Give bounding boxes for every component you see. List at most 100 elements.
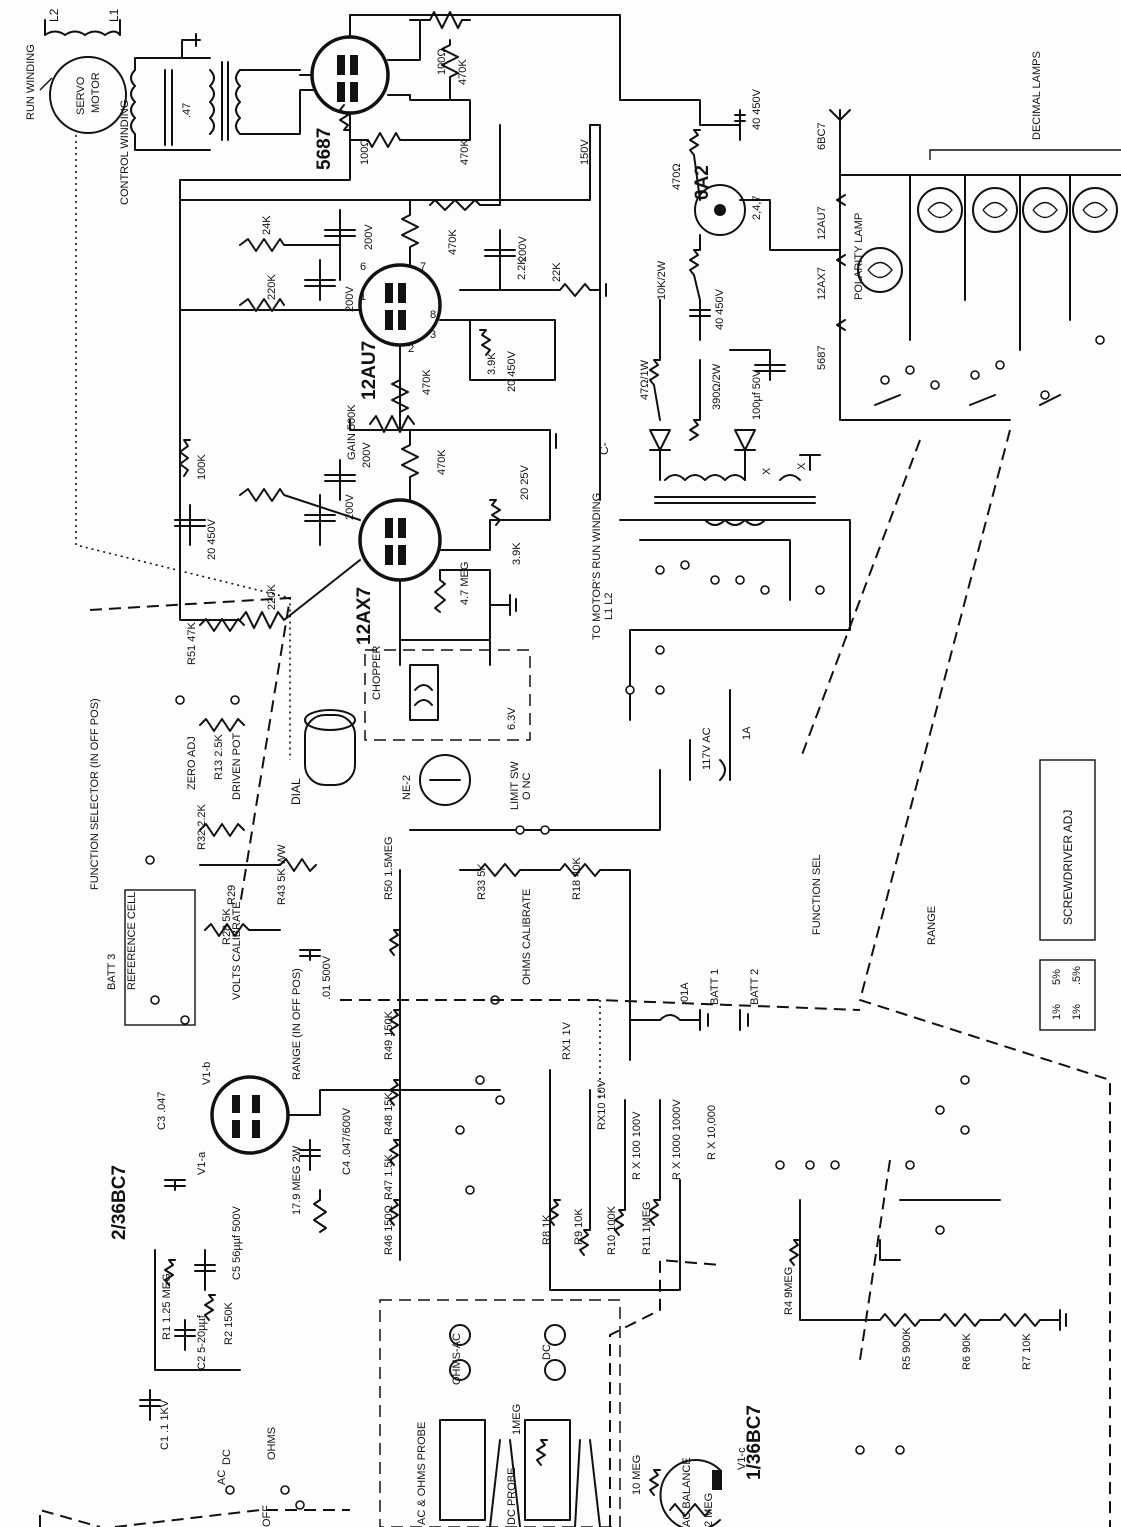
- probes: OHMS-AC DC AC & OHMS PROBE 1MEG DC PROBE: [379, 1299, 621, 1527]
- tube-v1ab-label: 2/36BC7: [109, 1165, 130, 1240]
- ac117-label: 117V AC: [701, 727, 713, 770]
- r33-label: R33 5K: [476, 863, 488, 900]
- r51-label: R51 47K: [186, 622, 198, 665]
- c200v-c: 200V: [517, 236, 529, 262]
- c450-b: 20 450V: [206, 518, 218, 560]
- svg-text:2: 2: [408, 343, 414, 355]
- off-label: OFF: [261, 1505, 273, 1527]
- ref-cell-label: REFERENCE CELL: [126, 892, 138, 990]
- stage-12ax7-wiring: 100K 20 450V 220K 200V 200V 470K 3.9K 20…: [174, 429, 551, 641]
- c200v-b: 200V: [344, 286, 356, 312]
- c100pf-label: 100µf 50V: [751, 369, 763, 420]
- c500v-label: .01 500V: [321, 955, 333, 1000]
- mechanical-linkages: [340, 429, 1111, 1527]
- svg-text:X: X: [796, 462, 808, 470]
- r6-label: R6 90K: [961, 1333, 973, 1370]
- ac-input-switch: TO MOTOR'S RUN WINDING L1 L2 1A 117V AC: [591, 493, 851, 781]
- batt1-label: BATT 1: [709, 969, 721, 1005]
- r470k-12au7-b: 470K: [421, 369, 433, 395]
- r470k-12ax7: 470K: [436, 449, 448, 475]
- range-label: RANGE: [926, 906, 938, 945]
- dc-sw-label: DC: [221, 1449, 233, 1465]
- tube-v1c-label: 1/36BC7: [744, 1405, 765, 1480]
- r29-label: R29: [226, 885, 238, 905]
- r220k-label: 220K: [266, 274, 278, 300]
- r13-label: R13 2.5K: [213, 733, 225, 780]
- r100ohm-cath: 100Ω: [359, 138, 371, 165]
- r100k-label: 100K: [196, 454, 208, 480]
- divider-network: R4 9MEG R5 900K R6 90K R7 10K: [775, 1075, 1067, 1455]
- decimal-lamps: DECIMAL LAMPS: [839, 51, 1121, 351]
- ac-balance-label: AC BALANCE: [681, 1457, 693, 1527]
- r8-label: R8 1K: [541, 1214, 553, 1245]
- c40-a-label: 40 450V: [751, 88, 763, 130]
- svg-text:7: 7: [420, 261, 426, 273]
- servo-motor: SERVO MOTOR RUN WINDING CONTROL WINDING: [25, 44, 291, 760]
- ac-ohms-probe-label: AC & OHMS PROBE: [416, 1422, 428, 1525]
- rx10-label: RX10 10V: [596, 1079, 608, 1130]
- r28-label: R28 5K: [221, 908, 233, 945]
- c40-b-label: 40 450V: [714, 288, 726, 330]
- c5-label: C5 56µµf 500V: [231, 1206, 243, 1280]
- tube-v1c: 1/36BC7 V1-c 10 MEG AC BALANCE 2 MEG: [609, 1258, 765, 1527]
- polarity-lamp: POLARITY LAMP: [853, 213, 903, 300]
- fuse01a-label: .01A: [679, 982, 691, 1005]
- heater-chain: 6BC7 12AU7 12AX7 5687: [816, 109, 1011, 421]
- r470k-top: 470K: [457, 59, 469, 85]
- r2-label: R2 150K: [223, 1302, 235, 1345]
- r47meg-label: 4.7 MEG: [459, 562, 471, 605]
- motor-label: MOTOR: [90, 72, 102, 113]
- control-winding-coil: .47: [130, 33, 321, 151]
- r470k-cath: 470K: [459, 139, 471, 165]
- range-resistors: R50 1.5MEG R49 150K R48 15K R47 1.5K R46…: [383, 836, 505, 1261]
- r10-label: R10 100K: [606, 1205, 618, 1255]
- r10meg-label: 10 MEG: [631, 1455, 643, 1495]
- gain-pot-label: GAIN 500K: [346, 404, 358, 460]
- input-stage: R1 1.25 MEG C5 56µµf 500V R2 150K C2 5-2…: [39, 1206, 350, 1527]
- r50-label: R50 1.5MEG: [383, 836, 395, 900]
- r49-label: R49 150K: [383, 1010, 395, 1060]
- legend-5pct: 5%: [1051, 969, 1063, 985]
- power-supply: 150V 470Ω 40 450V 0A2 2,4,7 10K/2W 40 45…: [579, 88, 841, 526]
- svg-text:3: 3: [430, 329, 436, 341]
- tube-12au7-label: 12AU7: [359, 341, 380, 400]
- r1-label: R1 1.25 MEG: [161, 1273, 173, 1340]
- decimal-lamps-label: DECIMAL LAMPS: [1031, 51, 1043, 140]
- rx100-label: R X 100 100V: [631, 1111, 643, 1180]
- r5-label: R5 900K: [901, 1327, 913, 1370]
- svg-text:6: 6: [360, 261, 366, 273]
- dial: DIAL: [289, 709, 356, 805]
- rx1-label: RX1 1V: [561, 1021, 573, 1060]
- r48-label: R48 15K: [383, 1092, 395, 1135]
- chopper-label: CHOPPER: [371, 646, 383, 700]
- function-sel-label: FUNCTION SEL: [811, 854, 823, 935]
- legend: SCREWDRIVER ADJ 1% 5% 1% .5%: [1039, 759, 1096, 1031]
- dial-label: DIAL: [289, 778, 303, 805]
- lamp-switch-contacts: [874, 335, 1105, 406]
- c450-a: 20 450V: [506, 350, 518, 392]
- ne2-label: NE-2: [401, 775, 413, 800]
- r24k-label: 24K: [261, 215, 273, 235]
- ohms-label: OHMS: [266, 1427, 278, 1460]
- r1meg-label: 1MEG: [511, 1404, 523, 1435]
- c2-label: C2 5-20µµf: [196, 1314, 208, 1370]
- multiplier-resistors: R8 1K R9 10K R10 100K R11 1MEG RX1 1V RX…: [541, 1021, 718, 1291]
- svg-text:6.3V: 6.3V: [506, 707, 518, 730]
- v1a-label: V1-a: [196, 1151, 208, 1175]
- rx1000-label: R X 1000 1000V: [671, 1099, 683, 1180]
- stage-12au7-wiring: 24K 220K 200V 200V 470K 200V 2.2K 22K 3.…: [179, 124, 607, 621]
- r470ohm-label: 470Ω: [671, 163, 683, 190]
- r179-label: 17.9 MEG 2W: [291, 1145, 303, 1215]
- rx10000-label: R X 10,000: [706, 1105, 718, 1160]
- heater-5687: 5687: [816, 346, 828, 370]
- heater-12au7: 12AU7: [816, 206, 828, 240]
- r47ohm1w-label: 47Ω/1W: [639, 359, 651, 400]
- function-selector-label: FUNCTION SELECTOR (IN OFF POS): [89, 698, 101, 890]
- r4-label: R4 9MEG: [783, 1267, 795, 1315]
- heater-12ax7: 12AX7: [816, 267, 828, 300]
- dc-jack-label: DC: [541, 1344, 553, 1360]
- ohms-ac-jack-label: OHMS-AC: [451, 1333, 463, 1385]
- r39k-2-label: 3.9K: [511, 542, 523, 565]
- svg-text:2,4,7: 2,4,7: [751, 196, 763, 220]
- v1b-label: V1-b: [201, 1062, 213, 1085]
